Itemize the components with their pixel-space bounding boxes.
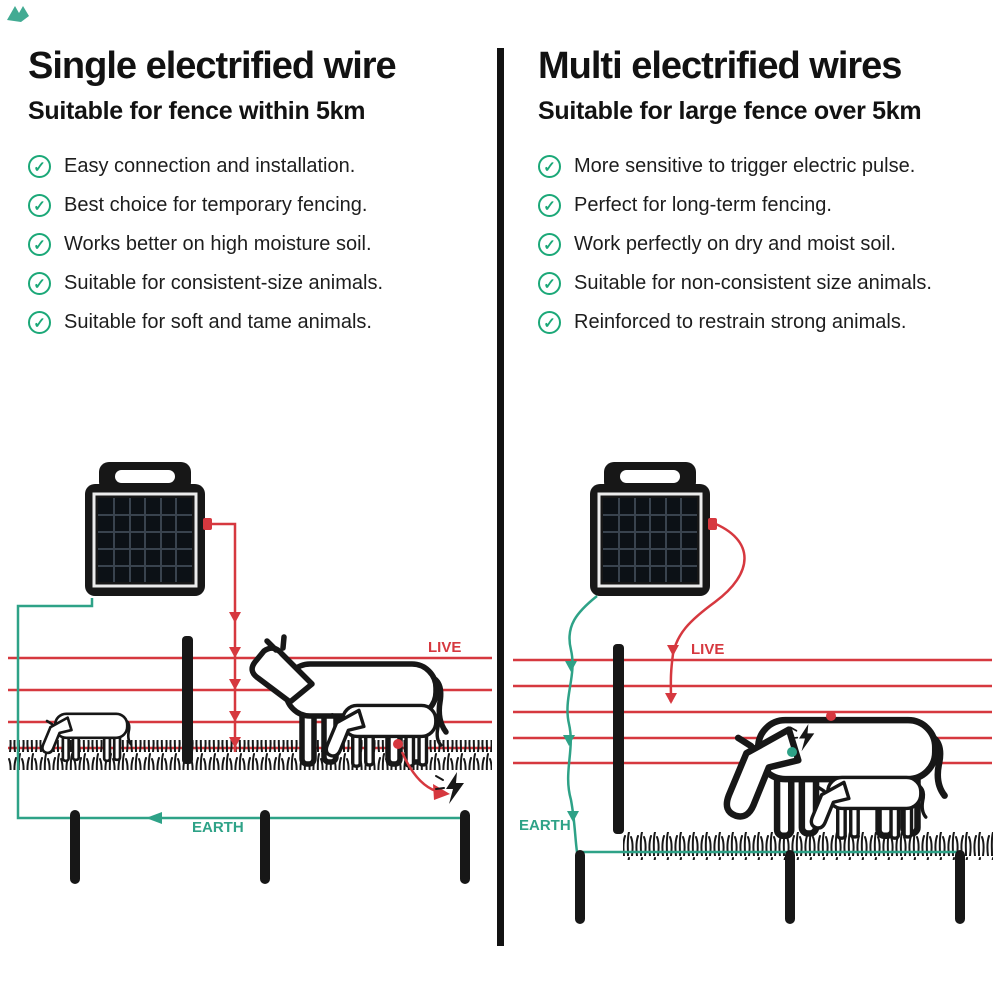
- earth-wire: [16, 598, 468, 824]
- check-circle-icon: ✓: [538, 194, 561, 218]
- check-circle-icon: ✓: [28, 272, 51, 296]
- check-circle-icon: ✓: [28, 233, 51, 257]
- shock-point-live: [826, 711, 836, 721]
- lightning-bolt-icon: [435, 772, 464, 804]
- feature-text: Easy connection and installation.: [64, 155, 356, 178]
- shock-point: [393, 739, 403, 749]
- section-title-multi: Multi electrified wires: [538, 45, 902, 87]
- live-terminal: [203, 518, 212, 530]
- multi-wire-section: Multi electrified wires Suitable for lar…: [505, 0, 1000, 1000]
- cow-small: [41, 712, 133, 763]
- live-label: LIVE: [691, 641, 724, 658]
- multi-wire-diagram: EARTH LIVE: [513, 462, 993, 924]
- live-terminal: [708, 518, 717, 530]
- solar-energiser: [85, 462, 212, 596]
- check-circle-icon: ✓: [538, 233, 561, 257]
- feature-list-single: ✓ Easy connection and installation. ✓ Be…: [28, 155, 487, 335]
- feature-item: ✓ Easy connection and installation.: [28, 155, 487, 179]
- section-subtitle-single: Suitable for fence within 5km: [28, 96, 366, 125]
- feature-list-multi: ✓ More sensitive to trigger electric pul…: [538, 155, 992, 335]
- check-circle-icon: ✓: [538, 155, 561, 179]
- feature-text: Best choice for temporary fencing.: [64, 194, 368, 217]
- feature-item: ✓ Perfect for long-term fencing.: [538, 194, 992, 218]
- brand-mark-icon: [7, 6, 29, 22]
- check-circle-icon: ✓: [538, 311, 561, 335]
- feature-text: Works better on high moisture soil.: [64, 233, 372, 256]
- feature-text: Perfect for long-term fencing.: [574, 194, 832, 217]
- ground-stakes: [575, 850, 965, 924]
- feature-item: ✓ More sensitive to trigger electric pul…: [538, 155, 992, 179]
- feature-item: ✓ Best choice for temporary fencing.: [28, 194, 487, 218]
- earth-label: EARTH: [192, 819, 244, 836]
- feature-item: ✓ Reinforced to restrain strong animals.: [538, 311, 992, 335]
- solar-energiser: [590, 462, 717, 596]
- ground-stakes: [70, 810, 470, 884]
- feature-item: ✓ Suitable for soft and tame animals.: [28, 311, 487, 335]
- live-wires: [8, 656, 492, 750]
- section-title-single: Single electrified wire: [28, 45, 397, 87]
- earth-label: EARTH: [519, 817, 571, 834]
- section-subtitle-multi: Suitable for large fence over 5km: [538, 96, 922, 125]
- single-wire-diagram: EARTH LIVE: [8, 462, 492, 884]
- fence-post: [182, 636, 193, 764]
- lightning-bolt-icon: [789, 724, 815, 752]
- earth-wire: [563, 595, 961, 854]
- check-circle-icon: ✓: [538, 272, 561, 296]
- check-circle-icon: ✓: [28, 311, 51, 335]
- feature-text: More sensitive to trigger electric pulse…: [574, 155, 916, 178]
- feature-item: ✓ Suitable for consistent-size animals.: [28, 272, 487, 296]
- feature-text: Work perfectly on dry and moist soil.: [574, 233, 896, 256]
- single-wire-section: Single electrified wire Suitable for fen…: [0, 0, 497, 1000]
- feature-text: Reinforced to restrain strong animals.: [574, 311, 907, 334]
- feature-item: ✓ Suitable for non-consistent size anima…: [538, 272, 992, 296]
- check-circle-icon: ✓: [28, 155, 51, 179]
- cow-calf: [324, 703, 443, 768]
- check-circle-icon: ✓: [28, 194, 51, 218]
- live-wires: [513, 658, 992, 765]
- feature-text: Suitable for consistent-size animals.: [64, 272, 384, 295]
- feature-text: Suitable for soft and tame animals.: [64, 311, 372, 334]
- live-label: LIVE: [428, 639, 461, 656]
- fence-post: [613, 644, 624, 834]
- divider: [497, 48, 504, 946]
- cow-calf: [809, 775, 928, 840]
- feature-text: Suitable for non-consistent size animals…: [574, 272, 932, 295]
- live-drop-wire: [206, 522, 241, 752]
- feature-item: ✓ Works better on high moisture soil.: [28, 233, 487, 257]
- feature-item: ✓ Work perfectly on dry and moist soil.: [538, 233, 992, 257]
- live-feed-wire: [665, 520, 746, 704]
- shock-point-earth: [787, 747, 797, 757]
